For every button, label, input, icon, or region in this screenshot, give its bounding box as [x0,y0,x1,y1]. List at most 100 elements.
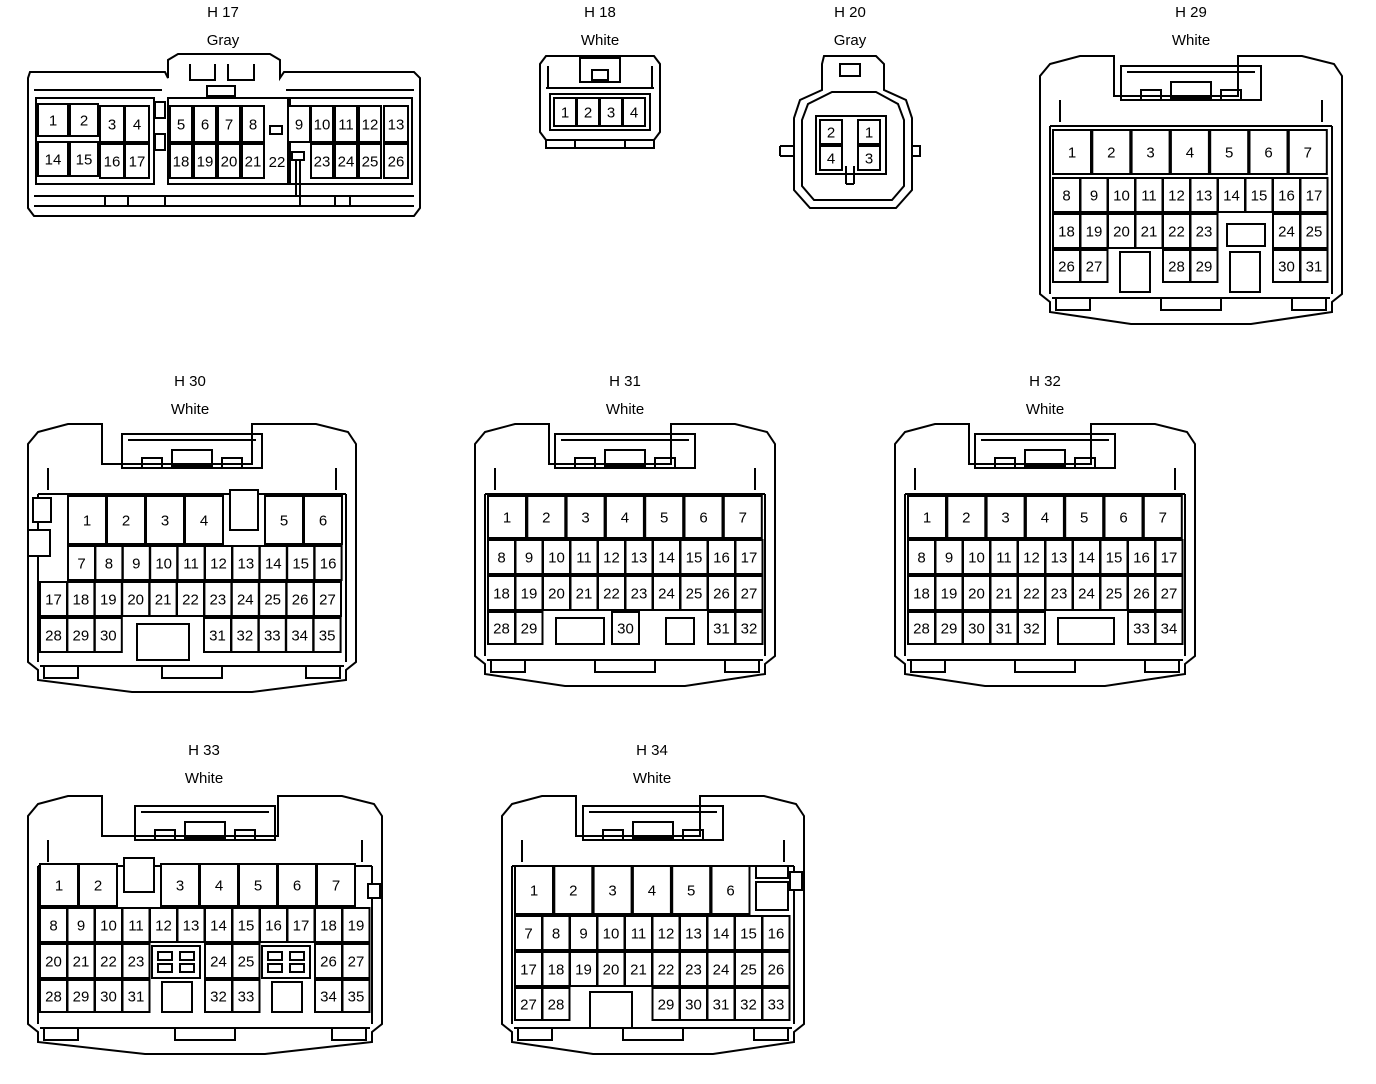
pin-number: 12 [155,918,172,935]
pin-number: 18 [73,592,90,609]
pin-number: 27 [520,997,537,1014]
pin-number: 33 [1133,621,1150,638]
pin-number: 7 [332,878,340,895]
pin-number: 9 [295,117,303,134]
pin-cavity: 11 [569,539,599,575]
pin-cavity: 14 [204,907,233,943]
pin-cavity: 13 [1189,177,1219,213]
pin-cavity: 24 [230,581,260,617]
pin-cavity: 30 [679,987,708,1021]
pin-cavity: 32 [230,617,260,653]
pin-cavity: 7 [1142,495,1183,539]
pin-cavity: 21 [989,575,1019,611]
pin-cavity: 27 [1079,249,1109,283]
pin-number: 9 [1090,188,1098,205]
pin-cavity: 34 [285,617,315,653]
pin-number: 1 [49,113,57,130]
pin-cavity: 25 [1099,575,1129,611]
pin-cavity: 23 [310,143,334,179]
pin-number: 23 [210,592,227,609]
pin-number: 20 [221,154,238,171]
plug-slot [1226,223,1266,247]
pin-number: 7 [1304,145,1312,162]
pin-number: 26 [320,954,337,971]
pin-number: 20 [968,586,985,603]
pin-number: 25 [264,592,281,609]
pin-number: 26 [713,586,730,603]
pin-cavity: 31 [1299,249,1329,283]
pin-cavity: 6 [1103,495,1144,539]
pin-number: 12 [362,117,379,134]
pin-number: 19 [348,918,365,935]
pin-cavity: 22 [1017,575,1046,611]
pin-number: 6 [319,513,327,530]
pin-number: 7 [225,117,233,134]
pin-cavity: 1 [1052,129,1092,175]
pin-number: 33 [264,628,281,645]
pin-number: 13 [1051,550,1068,567]
pin-cavity: 14 [1072,539,1101,575]
pin-cavity: 28 [487,611,516,645]
pin-cavity: 15 [1244,177,1274,213]
pin-cavity: 31 [121,979,151,1013]
pin-number: 5 [254,878,262,895]
pin-number: 11 [576,550,592,567]
pin-number: 17 [1306,188,1323,205]
pin-cavity: 2 [69,103,99,137]
pin-number: 3 [108,117,116,134]
pin-cavity: 10 [1107,177,1136,213]
pin-cavity: 5 [169,105,193,143]
pin-cavity: 3 [145,495,185,545]
pin-number: 35 [348,989,365,1006]
pin-number: 11 [996,550,1012,567]
pin-number: 32 [210,989,227,1006]
pin-number: 9 [132,556,140,573]
pin-cavity: 3 [99,105,125,143]
pin-number: 31 [713,621,730,638]
pin-number: 6 [699,510,707,527]
pin-cavity: 33 [257,617,287,653]
pin-number: 1 [923,510,931,527]
pin-cavity: 29 [1189,249,1219,283]
connector-color: White [170,401,210,418]
pin-cavity: 23 [121,943,151,979]
pin-number: 11 [183,556,199,573]
pin-number: 22 [1168,224,1185,241]
pin-number: 24 [1278,224,1295,241]
pin-number: 26 [1058,259,1075,276]
pin-number: 14 [45,152,62,169]
pin-number: 22 [658,962,675,979]
pin-cavity: 15 [734,915,763,951]
pin-number: 4 [648,883,656,900]
pin-number: 1 [530,883,538,900]
pin-number: 3 [581,510,589,527]
pin-number: 7 [1159,510,1167,527]
pin-number: 15 [740,926,757,943]
pin-cavity: 15 [69,141,99,177]
pin-cavity: 2 [78,863,118,907]
pin-number: 15 [238,918,255,935]
pin-number: 27 [1086,259,1103,276]
pin-cavity: 30 [93,617,123,653]
pin-number: 3 [1001,510,1009,527]
pin-cavity: 30 [962,611,991,645]
pin-number: 10 [100,918,117,935]
lock-slot [261,945,311,979]
pin-number: 24 [338,154,355,171]
pin-number: 17 [293,918,310,935]
pin-number: 14 [1078,550,1095,567]
pin-cavity: 17 [39,581,68,617]
pin-cavity: 11 [334,105,358,143]
pin-cavity: 31 [203,617,232,653]
pin-cavity: 28 [541,987,571,1021]
pin-number: 12 [210,556,227,573]
pin-number: 23 [314,154,331,171]
pin-cavity: 12 [358,105,382,143]
pin-number: 3 [608,883,616,900]
pin-cavity: 19 [514,575,544,611]
pin-number: 15 [1251,188,1268,205]
